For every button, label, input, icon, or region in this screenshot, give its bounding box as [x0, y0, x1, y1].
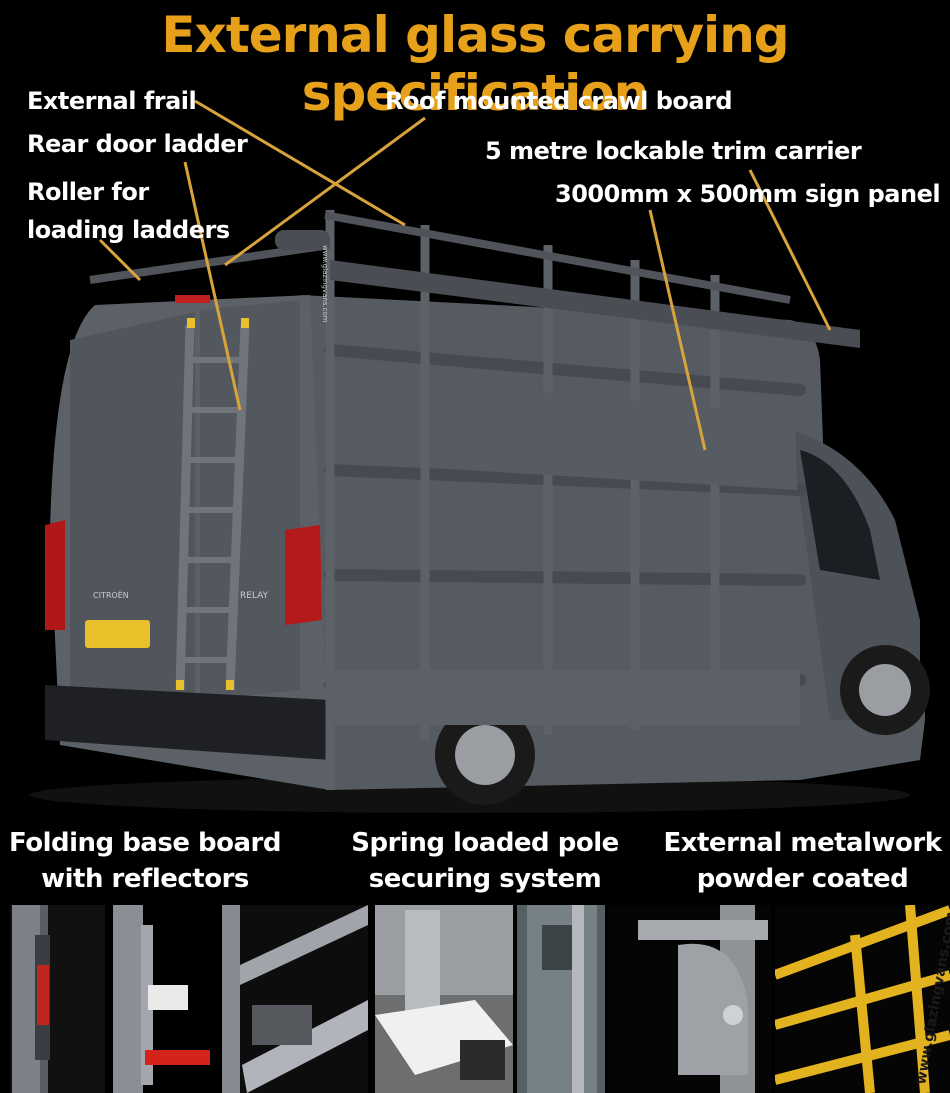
photo-base-board-1: [10, 905, 105, 1093]
label-roller-line2: loading ladders: [27, 216, 230, 244]
label-roof-crawl-board: Roof mounted crawl board: [385, 87, 733, 115]
photo-pole-2: [517, 905, 605, 1093]
caption-spring-line2: securing system: [368, 864, 602, 894]
label-external-frail: External frail: [27, 87, 197, 115]
photo-metalwork-grey: [608, 905, 771, 1093]
label-rear-door-ladder: Rear door ladder: [27, 130, 248, 158]
label-roller-line1: Roller for: [27, 178, 149, 206]
caption-metalwork: External metalwork powder coated: [660, 825, 945, 897]
label-trim-carrier: 5 metre lockable trim carrier: [485, 137, 862, 165]
photo-base-board-2: [113, 905, 213, 1093]
caption-folding-line1: Folding base board: [9, 828, 281, 858]
caption-metal-line1: External metalwork: [663, 828, 942, 858]
caption-spring-line1: Spring loaded pole: [351, 828, 619, 858]
frame-web-address: www.glazingvans.com: [321, 245, 329, 323]
photo-base-board-3: [222, 905, 368, 1093]
photo-metalwork-yellow: www.glazingvans.com: [775, 905, 950, 1093]
van-model-badge: RELAY: [240, 591, 269, 601]
photo-pole-1: [375, 905, 513, 1093]
van-illustration: CITROËN RELAY www.glazingvans.com: [30, 210, 930, 813]
caption-folding-base-board: Folding base board with reflectors: [0, 825, 290, 897]
caption-spring-loaded-pole: Spring loaded pole securing system: [335, 825, 635, 897]
label-sign-panel: 3000mm x 500mm sign panel: [555, 180, 941, 208]
van-brand-badge: CITROËN: [93, 590, 129, 600]
caption-metal-line2: powder coated: [696, 864, 909, 894]
caption-folding-line2: with reflectors: [41, 864, 249, 894]
page-title: External glass carrying specification: [161, 6, 789, 122]
